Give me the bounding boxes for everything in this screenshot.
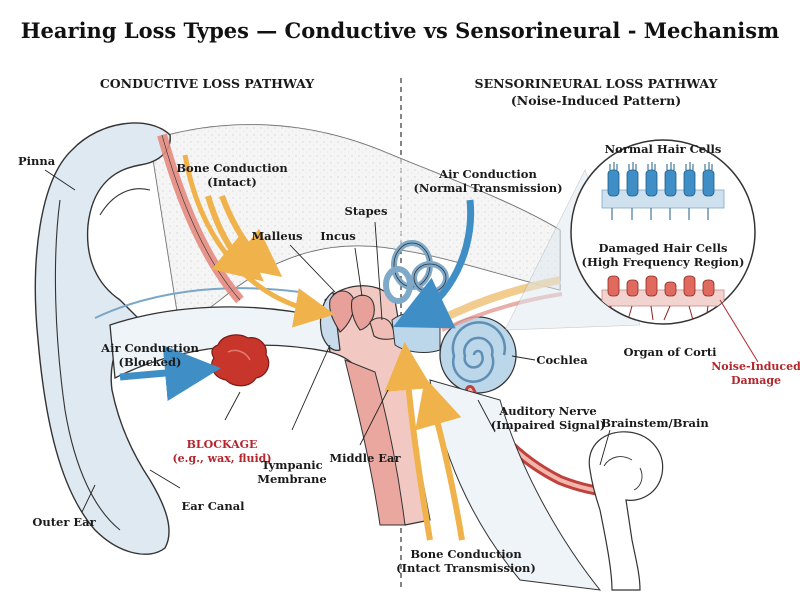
bone-conduction-transmission-arrow-2 <box>415 377 465 541</box>
label-noise-damage-l2: Damage <box>731 374 781 387</box>
label-bone-conduction-l1: Bone Conduction <box>176 161 288 175</box>
label-auditory-nerve-l1: Auditory Nerve <box>498 404 596 418</box>
label-tympanic-l1: Tympanic <box>261 458 322 472</box>
brainstem-shape <box>588 431 664 591</box>
label-bone-conduction-l2: (Intact) <box>207 175 257 189</box>
label-air-conduction-blocked-l2: (Blocked) <box>119 355 182 369</box>
hair-cell-magnifier <box>504 139 756 331</box>
label-tympanic-l2: Membrane <box>257 472 326 486</box>
normal-hair-cells-illustration <box>601 162 725 220</box>
pinna-shape <box>34 122 171 555</box>
label-organ-of-corti: Organ of Corti <box>623 345 717 359</box>
label-middle-ear: Middle Ear <box>329 451 401 465</box>
label-ear-canal: Ear Canal <box>181 499 245 513</box>
leader-lines <box>44 169 759 513</box>
label-air-conduction-normal-l1: Air Conduction <box>438 167 537 181</box>
label-bone-conduction-transmission-l1: Bone Conduction <box>410 547 522 561</box>
label-incus: Incus <box>320 229 356 243</box>
label-stapes: Stapes <box>345 204 388 218</box>
air-conduction-blocked-arrow <box>119 345 221 401</box>
label-brainstem: Brainstem/Brain <box>601 416 709 430</box>
page-title: Hearing Loss Types — Conductive vs Senso… <box>21 18 780 43</box>
ear-anatomy <box>34 122 664 591</box>
bone-conduction-path <box>182 154 335 328</box>
conduction-arrows <box>119 154 475 541</box>
label-damaged-hair-cells-l2: (High Frequency Region) <box>582 255 745 269</box>
label-cochlea: Cochlea <box>536 353 588 367</box>
cochlea-shape <box>439 316 517 394</box>
bone-conduction-transmission-arrow-1 <box>384 342 433 541</box>
bone-conduction-arrow-2 <box>219 194 283 278</box>
label-pinna: Pinna <box>18 154 56 168</box>
label-noise-damage-l1: Noise-Induced <box>711 360 800 373</box>
label-blockage-l2: (e.g., wax, fluid) <box>172 452 271 465</box>
label-air-conduction-normal-l2: (Normal Transmission) <box>413 181 562 195</box>
label-damaged-hair-cells-l1: Damaged Hair Cells <box>599 241 728 255</box>
conductive-header: CONDUCTIVE LOSS PATHWAY <box>100 76 315 91</box>
eustachian-tube <box>344 359 406 526</box>
label-normal-hair-cells: Normal Hair Cells <box>605 142 722 156</box>
label-malleus: Malleus <box>251 229 302 243</box>
label-blockage-l1: BLOCKAGE <box>187 438 258 451</box>
label-bone-conduction-transmission-l2: (Intact Transmission) <box>396 561 536 575</box>
damaged-hair-cells-illustration <box>601 275 725 321</box>
sensorineural-header-line2: (Noise-Induced Pattern) <box>511 93 681 108</box>
blockage-shape <box>211 334 270 387</box>
label-air-conduction-blocked-l1: Air Conduction <box>100 341 199 355</box>
sensorineural-header-line1: SENSORINEURAL LOSS PATHWAY <box>475 76 719 91</box>
label-auditory-nerve-l2: (Impaired Signal) <box>491 418 606 432</box>
air-conduction-normal-arrow <box>393 199 475 329</box>
label-outer-ear: Outer Ear <box>32 515 96 529</box>
